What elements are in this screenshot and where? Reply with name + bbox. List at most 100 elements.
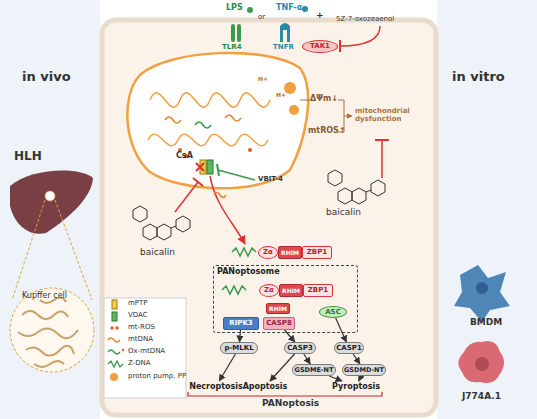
baicalin-molecule bbox=[133, 206, 190, 240]
node-text: p-MLKL bbox=[224, 345, 253, 352]
pathway-arrow bbox=[336, 318, 347, 342]
cell-label: J774A.1 bbox=[462, 392, 501, 402]
node-text: CASP3 bbox=[287, 345, 313, 352]
ion-label: H+ bbox=[276, 92, 286, 99]
outcome-text: Necroptosis bbox=[188, 381, 244, 392]
inhibition-line bbox=[340, 26, 380, 46]
pathway-arrow bbox=[285, 330, 295, 342]
node-text: ASC bbox=[325, 309, 341, 316]
nucleus bbox=[476, 282, 488, 294]
protein-pill: CASP3 bbox=[284, 342, 316, 354]
panel-heading: in vivo bbox=[22, 70, 71, 84]
mitochondrion bbox=[127, 53, 308, 188]
rhim-domain: RHIM bbox=[279, 284, 303, 297]
plus-sign: + bbox=[316, 11, 324, 21]
mtdna-icons bbox=[165, 115, 241, 128]
node-text: PANoptosome bbox=[217, 268, 280, 276]
inhibition-line bbox=[175, 182, 198, 212]
legend-text: Z-DNA bbox=[128, 360, 151, 368]
node-text: Zα bbox=[264, 287, 274, 294]
pathway-arrow bbox=[329, 376, 342, 381]
disease-label: HLH bbox=[14, 150, 42, 163]
vdac-channel bbox=[207, 160, 213, 174]
zoom-line bbox=[55, 200, 92, 300]
cristae bbox=[148, 93, 270, 146]
mtdna-icon bbox=[214, 193, 226, 198]
ripk3-box: RIPK3 bbox=[223, 317, 259, 330]
inhibitor-label: 5Z-7-oxozeaenol bbox=[336, 16, 394, 24]
inhibitor-label: VBIT-4 bbox=[258, 176, 283, 184]
z-dna-icon bbox=[222, 286, 246, 294]
right-panel bbox=[437, 0, 537, 419]
casp8-box: CASP8 bbox=[263, 317, 295, 330]
baicalin-molecule bbox=[328, 170, 385, 204]
node-text: RHIM bbox=[269, 306, 287, 312]
protein-pill: GSDME-NT bbox=[292, 364, 336, 376]
legend-text: Ox-mtDNA bbox=[128, 348, 165, 356]
outcome-label: PANoptosis bbox=[262, 399, 319, 409]
zbp1-box: ZBP1 bbox=[303, 284, 333, 297]
inhibition-bar bbox=[217, 164, 219, 176]
panoptosome-box: PANoptosomeZαRHIMZBP1RIPK3RHIMCASP8ASC bbox=[213, 265, 358, 333]
node-text: CASP8 bbox=[266, 320, 292, 327]
conjunction: or bbox=[258, 14, 265, 22]
asc-oval: ASC bbox=[319, 306, 347, 318]
inhibition-bar bbox=[193, 178, 203, 186]
liver-spot bbox=[45, 191, 55, 201]
cell-label: BMDM bbox=[470, 318, 502, 328]
left-panel bbox=[0, 0, 100, 419]
node-text: Zα bbox=[263, 249, 273, 256]
node-text: ZBP1 bbox=[307, 249, 327, 256]
z-dna-icon bbox=[232, 248, 256, 256]
inhibitor-label: CsA bbox=[176, 152, 193, 161]
protein-pill: CASP1 bbox=[334, 342, 364, 354]
panel-heading: in vitro bbox=[452, 70, 505, 84]
ligand-label: LPS bbox=[226, 4, 243, 13]
node-text: Apoptosis bbox=[243, 383, 288, 391]
node-text: GSDMD-NT bbox=[344, 367, 384, 374]
liver bbox=[10, 170, 93, 233]
block-cross bbox=[196, 163, 204, 171]
kupffer-cells bbox=[18, 297, 78, 367]
cell-label: Kupffer cell bbox=[22, 292, 67, 301]
z-alpha-domain: Zα bbox=[258, 246, 278, 259]
rhim-domain: RHIM bbox=[278, 246, 302, 259]
inhibition-line bbox=[381, 140, 383, 178]
legend-box bbox=[104, 298, 186, 398]
legend-text: proton pump, PP bbox=[128, 373, 186, 381]
legend-text: mtDNA bbox=[128, 336, 153, 344]
cell-membrane bbox=[102, 20, 436, 415]
node-text: RIPK3 bbox=[229, 320, 252, 327]
effect-label: ΔΨm↓ bbox=[310, 95, 338, 104]
ion-label: H+ bbox=[258, 76, 268, 83]
bmdm-cell bbox=[454, 265, 510, 322]
legend-text: VDAC bbox=[128, 312, 148, 320]
legend-text: mPTP bbox=[128, 300, 148, 308]
lps-icon bbox=[247, 7, 253, 13]
compound-label: baicalin bbox=[140, 248, 175, 258]
node-text: RHIM bbox=[282, 288, 300, 294]
nucleus bbox=[475, 357, 489, 371]
outcome-text: Apoptosis bbox=[240, 381, 290, 392]
pathway-arrow bbox=[219, 354, 235, 381]
node-text: CASP1 bbox=[336, 345, 362, 352]
panoptosis-bracket bbox=[188, 392, 382, 396]
compound-label: baicalin bbox=[326, 208, 361, 218]
node-text: Necroptosis bbox=[189, 383, 243, 391]
pathway-arrow bbox=[270, 354, 295, 381]
inhibition-bar bbox=[339, 40, 341, 52]
legend-text: mt-ROS bbox=[128, 324, 155, 332]
pathway-arrow bbox=[304, 354, 310, 364]
protein-pill: p-MLKL bbox=[220, 342, 258, 354]
release-arrow bbox=[210, 176, 245, 244]
rhim-domain: RHIM bbox=[266, 303, 290, 314]
j774-cell bbox=[458, 341, 504, 383]
zoom-line bbox=[12, 200, 45, 300]
node-text: TAK1 bbox=[310, 43, 330, 50]
inhibition-line bbox=[218, 170, 255, 180]
pathway-arrow bbox=[239, 330, 241, 342]
receptor-label: TLR4 bbox=[222, 44, 242, 52]
outcome-text: Pyroptosis bbox=[330, 381, 382, 392]
